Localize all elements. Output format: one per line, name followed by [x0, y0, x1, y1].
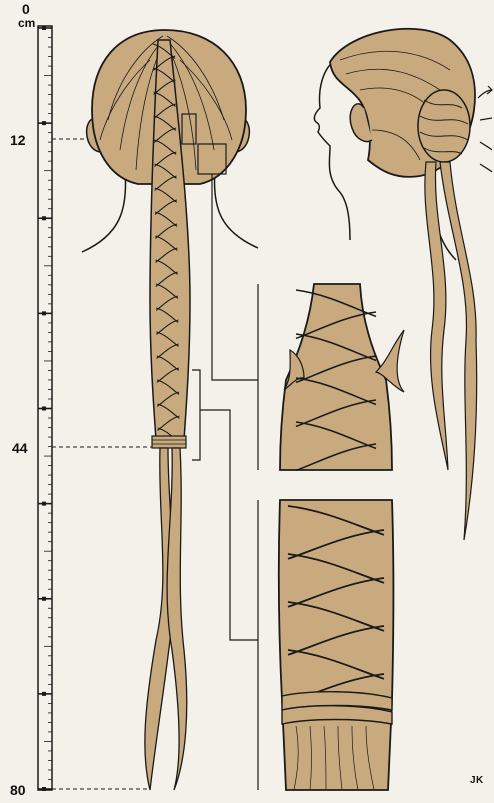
braid-detail-lower	[279, 500, 394, 790]
ruler-major-marker	[42, 121, 46, 125]
detail-connectors	[200, 174, 258, 790]
ruler-major-marker	[42, 597, 46, 601]
hair-bun	[418, 90, 470, 162]
detail-lower-body	[279, 500, 394, 790]
side-ribbon-left	[425, 162, 448, 470]
ruler-major-marker	[42, 787, 46, 791]
braid-detail-upper	[280, 284, 404, 470]
ruler-major-marker	[42, 407, 46, 411]
scale-unit-label: cm	[18, 17, 35, 29]
ruler-major-marker	[42, 502, 46, 506]
braid-tie	[152, 436, 186, 448]
detail-lower-wrap	[282, 692, 392, 724]
ruler-major-marker	[42, 216, 46, 220]
scale-label-0: 0	[22, 2, 30, 16]
artist-signature: JK	[470, 776, 484, 786]
winding-arrows	[478, 86, 492, 172]
scale-label-44: 44	[12, 441, 28, 455]
lower-detail-bracket	[192, 370, 200, 460]
ruler-major-marker	[42, 692, 46, 696]
ruler-major-marker	[42, 26, 46, 30]
scale-label-80: 80	[10, 783, 26, 797]
side-ribbon-right	[440, 162, 477, 540]
measuring-ruler	[38, 26, 52, 791]
scale-label-12: 12	[10, 133, 26, 147]
ruler-major-marker	[42, 311, 46, 315]
